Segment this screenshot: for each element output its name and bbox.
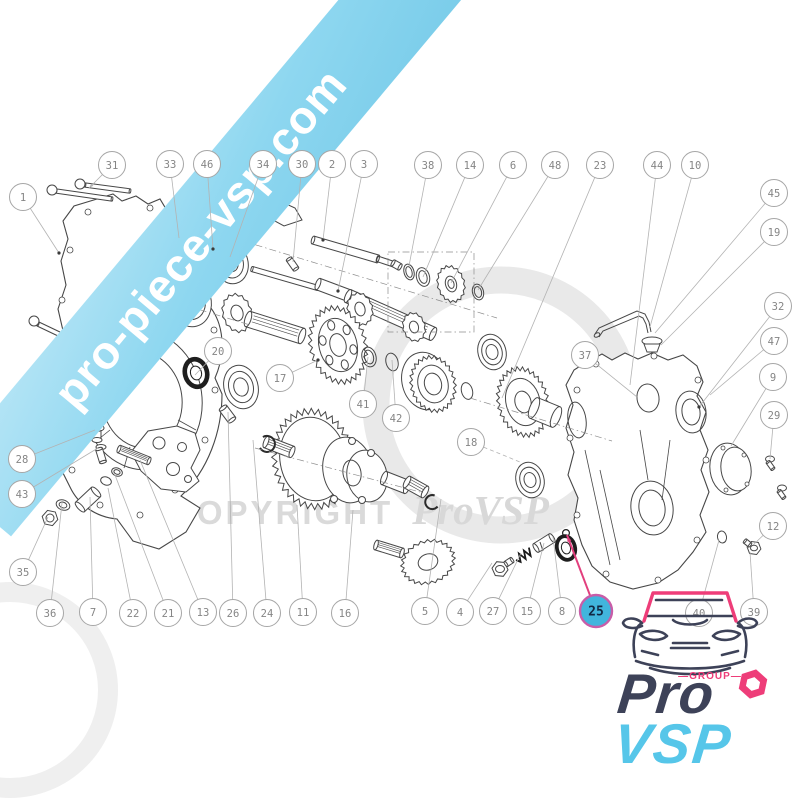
svg-text:9: 9 xyxy=(770,372,776,384)
svg-text:8: 8 xyxy=(559,606,565,618)
svg-text:13: 13 xyxy=(197,607,210,619)
svg-text:20: 20 xyxy=(212,346,225,358)
nut-icon xyxy=(738,669,768,699)
callout-34: 34 xyxy=(229,150,277,258)
callout-41: 41 xyxy=(349,356,377,418)
callout-23: 23 xyxy=(501,151,614,399)
svg-text:1: 1 xyxy=(20,192,26,204)
callout-31: 31 xyxy=(88,151,126,189)
callout-13: 13 xyxy=(139,459,217,626)
logo-group-label: —GROUP— xyxy=(678,671,742,682)
svg-text:42: 42 xyxy=(390,413,403,425)
callout-47: 47 xyxy=(709,327,788,396)
svg-text:45: 45 xyxy=(768,188,781,200)
svg-text:5: 5 xyxy=(422,606,428,618)
svg-text:2: 2 xyxy=(329,159,335,171)
svg-text:18: 18 xyxy=(465,437,478,449)
svg-text:37: 37 xyxy=(579,350,592,362)
callout-17: 17 xyxy=(266,358,320,392)
callout-7: 7 xyxy=(79,496,107,626)
svg-text:39: 39 xyxy=(748,607,761,619)
svg-text:21: 21 xyxy=(162,608,175,620)
svg-text:35: 35 xyxy=(17,567,30,579)
svg-text:48: 48 xyxy=(549,160,562,172)
svg-text:30: 30 xyxy=(296,159,309,171)
svg-text:3: 3 xyxy=(361,159,367,171)
svg-text:7: 7 xyxy=(90,607,96,619)
svg-text:10: 10 xyxy=(689,160,702,172)
svg-text:43: 43 xyxy=(16,489,29,501)
svg-text:31: 31 xyxy=(106,160,119,172)
callout-19: 19 xyxy=(660,218,788,346)
callout-10: 10 xyxy=(649,151,709,328)
logo-brand-vsp: VSP xyxy=(610,712,736,775)
callout-2: 2 xyxy=(318,150,346,242)
svg-text:33: 33 xyxy=(164,159,177,171)
svg-text:23: 23 xyxy=(594,160,607,172)
callout-29: 29 xyxy=(760,401,788,460)
callout-30: 30 xyxy=(288,150,316,263)
car-outline-icon xyxy=(621,591,759,676)
svg-text:24: 24 xyxy=(261,608,274,620)
callout-26: 26 xyxy=(219,411,247,627)
svg-text:27: 27 xyxy=(487,606,500,618)
callout-45: 45 xyxy=(654,179,788,334)
callout-33: 33 xyxy=(156,150,184,239)
svg-text:22: 22 xyxy=(127,608,140,620)
svg-text:15: 15 xyxy=(521,606,534,618)
callout-21: 21 xyxy=(114,474,182,627)
callout-25[interactable]: 25 xyxy=(566,534,614,629)
callout-35: 35 xyxy=(9,516,49,586)
svg-text:14: 14 xyxy=(464,160,477,172)
callout-24: 24 xyxy=(252,439,281,627)
callout-14: 14 xyxy=(422,151,484,278)
svg-text:44: 44 xyxy=(651,160,664,172)
callout-27: 27 xyxy=(479,552,522,625)
callout-32: 32 xyxy=(697,292,792,409)
callout-42: 42 xyxy=(382,359,410,432)
callout-9: 9 xyxy=(730,363,787,447)
callout-36: 36 xyxy=(36,502,64,627)
callout-12: 12 xyxy=(752,512,787,546)
svg-text:16: 16 xyxy=(339,608,352,620)
callout-6: 6 xyxy=(450,151,527,284)
svg-text:29: 29 xyxy=(768,410,781,422)
svg-text:36: 36 xyxy=(44,608,57,620)
callout-48: 48 xyxy=(477,151,569,291)
svg-text:38: 38 xyxy=(422,160,435,172)
svg-text:25: 25 xyxy=(588,605,604,620)
callout-4: 4 xyxy=(446,562,493,626)
callout-18: 18 xyxy=(457,428,521,463)
svg-text:46: 46 xyxy=(201,159,214,171)
callout-16: 16 xyxy=(331,509,359,627)
svg-text:6: 6 xyxy=(510,160,516,172)
callout-1: 1 xyxy=(9,183,61,255)
svg-text:19: 19 xyxy=(768,227,781,239)
callout-37: 37 xyxy=(571,341,638,398)
callout-8: 8 xyxy=(548,536,576,625)
svg-text:11: 11 xyxy=(297,607,310,619)
callout-20: 20 xyxy=(194,337,232,376)
callout-11: 11 xyxy=(289,504,317,626)
svg-text:4: 4 xyxy=(457,607,463,619)
callout-5: 5 xyxy=(411,498,442,625)
callout-22: 22 xyxy=(107,487,147,627)
svg-text:32: 32 xyxy=(772,301,785,313)
svg-text:47: 47 xyxy=(768,336,781,348)
callout-43: 43 xyxy=(8,447,99,508)
svg-text:26: 26 xyxy=(227,608,240,620)
callout-44: 44 xyxy=(629,151,671,386)
svg-text:12: 12 xyxy=(767,521,780,533)
svg-text:34: 34 xyxy=(257,159,270,171)
provsp-logo: —GROUP— Pro VSP xyxy=(608,585,798,795)
callout-46: 46 xyxy=(193,150,221,251)
callout-3: 3 xyxy=(336,150,378,293)
callout-28: 28 xyxy=(8,429,96,473)
svg-text:28: 28 xyxy=(16,454,29,466)
svg-text:41: 41 xyxy=(357,399,370,411)
callout-15: 15 xyxy=(513,542,545,625)
car-roof-pink-line xyxy=(642,591,738,623)
callout-38: 38 xyxy=(408,151,442,267)
svg-text:17: 17 xyxy=(274,373,287,385)
